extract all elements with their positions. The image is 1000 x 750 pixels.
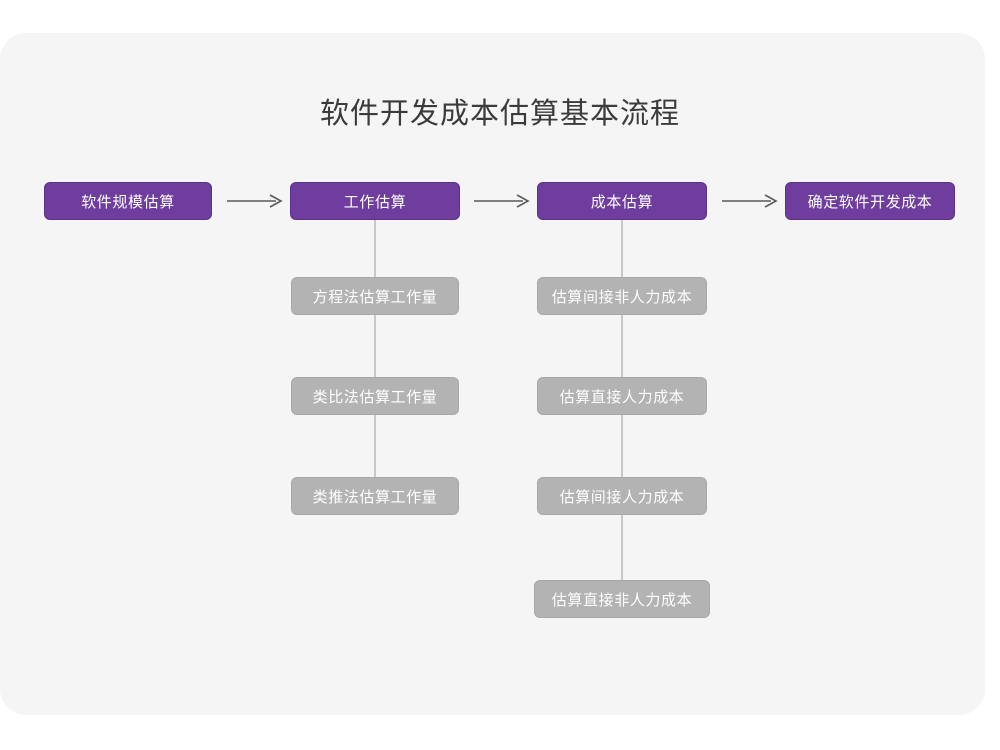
node-inference-method-workload[interactable]: 类推法估算工作量 [291, 477, 459, 515]
node-label: 工作估算 [343, 193, 407, 211]
node-software-scale-estimation[interactable]: 软件规模估算 [44, 182, 212, 220]
node-direct-labor-cost[interactable]: 估算直接人力成本 [537, 377, 707, 415]
node-indirect-labor-cost[interactable]: 估算间接人力成本 [537, 477, 707, 515]
node-label: 类推法估算工作量 [312, 488, 438, 506]
node-label: 确定软件开发成本 [807, 193, 933, 211]
node-label: 软件规模估算 [81, 193, 175, 211]
diagram-card-background [0, 33, 985, 715]
connector-line-work-estimation-branch [374, 207, 376, 510]
node-label: 估算间接非人力成本 [551, 288, 693, 306]
diagram-title: 软件开发成本估算基本流程 [319, 98, 680, 130]
arrow-right-icon-1 [226, 190, 284, 212]
node-direct-nonlabor-cost[interactable]: 估算直接非人力成本 [534, 580, 710, 618]
node-cost-estimation[interactable]: 成本估算 [537, 182, 707, 220]
node-equation-method-workload[interactable]: 方程法估算工作量 [291, 277, 459, 315]
node-determine-development-cost[interactable]: 确定软件开发成本 [785, 182, 955, 220]
node-analogy-method-workload[interactable]: 类比法估算工作量 [291, 377, 459, 415]
node-label: 方程法估算工作量 [312, 288, 438, 306]
node-label: 估算间接人力成本 [559, 488, 685, 506]
node-indirect-nonlabor-cost[interactable]: 估算间接非人力成本 [537, 277, 707, 315]
arrow-right-icon-3 [721, 190, 779, 212]
node-label: 估算直接非人力成本 [551, 591, 693, 609]
node-label: 成本估算 [590, 193, 654, 211]
node-work-estimation[interactable]: 工作估算 [290, 182, 460, 220]
node-label: 类比法估算工作量 [312, 388, 438, 406]
arrow-right-icon-2 [473, 190, 531, 212]
node-label: 估算直接人力成本 [559, 388, 685, 406]
